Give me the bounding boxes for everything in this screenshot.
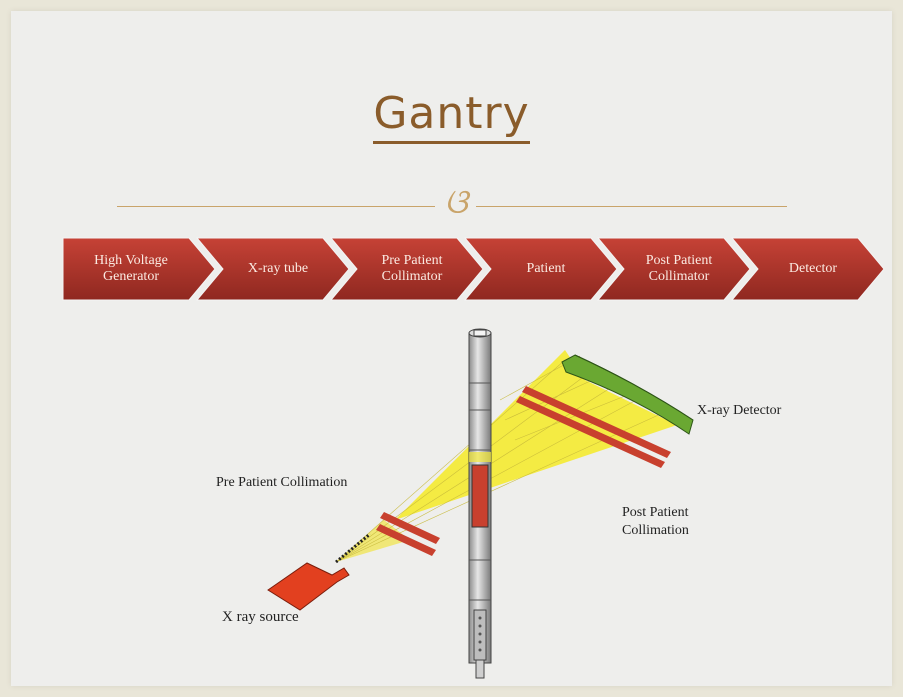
label-pre-patient-collimation: Pre Patient Collimation <box>216 475 348 490</box>
flow-step-label: Post Patient Collimator <box>645 253 713 284</box>
flow-step-chevron <box>463 237 618 301</box>
source-dots <box>335 532 371 564</box>
slide-background <box>11 11 892 686</box>
label-xray-detector: X-ray Detector <box>697 403 782 418</box>
decorative-flourish-icon: ଓ <box>444 182 468 222</box>
flow-step-chevron <box>730 237 885 301</box>
flow-step-chevron <box>62 237 216 301</box>
xray-detector <box>561 354 694 435</box>
divider-line-left <box>117 206 435 207</box>
slide-title: Gantry <box>0 88 903 144</box>
flow-step-label: High Voltage Generator <box>94 253 168 284</box>
flow-step-label: X-ray tube <box>247 261 309 276</box>
pre-patient-collimator <box>376 512 440 556</box>
patient-rod <box>468 328 492 679</box>
label-post-patient-collimation: Post Patient Collimation <box>622 505 689 538</box>
flow-step-chevron <box>596 237 751 301</box>
post-patient-collimator <box>516 386 671 468</box>
flow-step-chevron <box>195 237 350 301</box>
flow-step-label: Patient <box>526 261 566 276</box>
label-xray-source: X ray source <box>222 609 299 625</box>
flow-step-label: Detector <box>788 261 838 276</box>
xray-source <box>267 562 350 611</box>
flow-step-label: Pre Patient Collimator <box>381 253 443 284</box>
flow-step-chevron <box>329 237 484 301</box>
divider-line-right <box>476 206 787 207</box>
